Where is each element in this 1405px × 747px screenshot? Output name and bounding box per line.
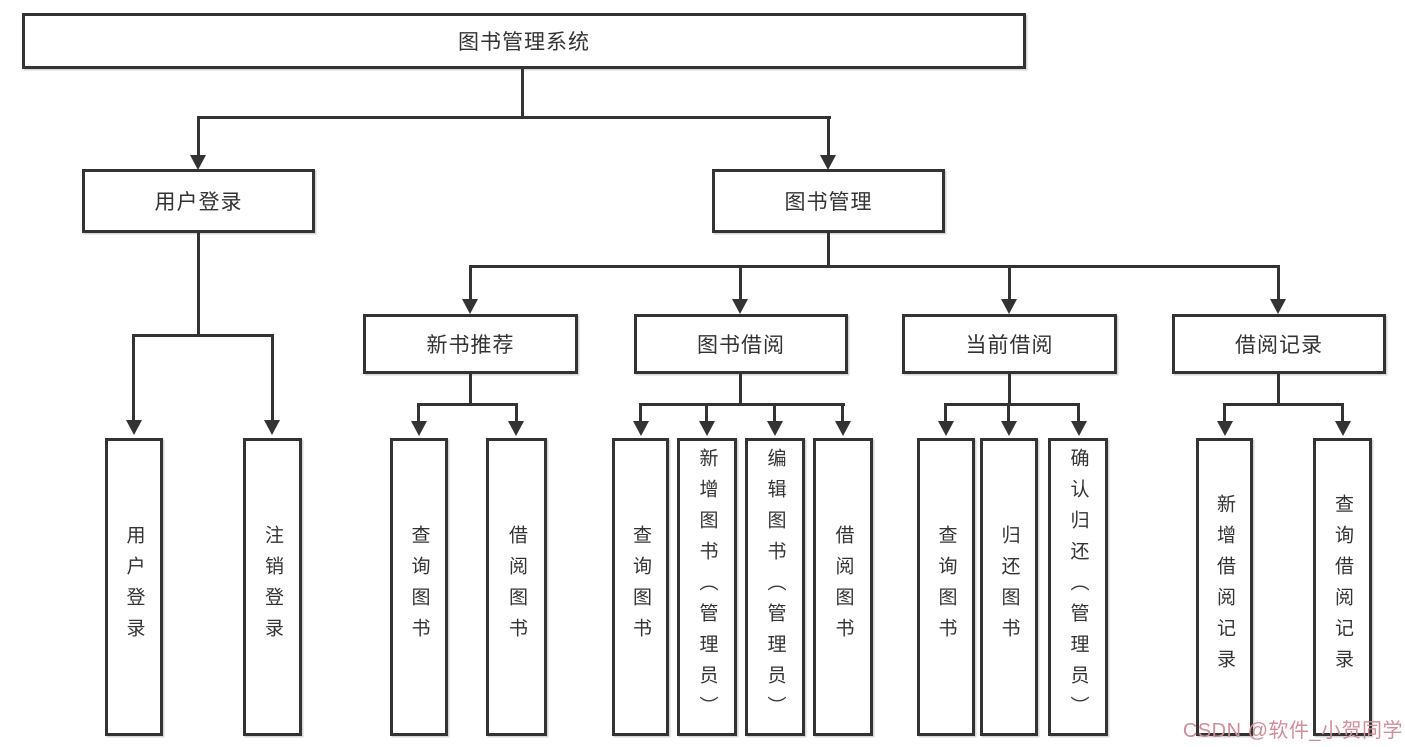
connector-bookmgmt-bar xyxy=(469,265,1280,268)
node-user-login-label: 用户登录 xyxy=(154,191,243,214)
leaf-borrow-books: 借阅图书 xyxy=(486,438,547,736)
leaf-borrow-books-2: 借阅图书 xyxy=(813,438,873,736)
connector-currentborrow-drop xyxy=(1008,372,1011,406)
arrowhead-down-icon xyxy=(699,421,715,436)
connector-bookborrow-drop xyxy=(739,372,742,406)
leaf-borrow-books-label: 借阅图书 xyxy=(506,525,527,649)
connector-stem-borrow-record xyxy=(1277,265,1280,302)
leaf-edit-book-admin: 编辑图书（管理员） xyxy=(745,438,805,736)
connector-stem xyxy=(773,403,776,423)
connector-root-bar xyxy=(197,116,831,119)
connector-stem xyxy=(515,403,518,423)
leaf-user-login: 用户登录 xyxy=(105,438,163,736)
connector-stem-new-book xyxy=(469,265,472,302)
node-book-borrowing-label: 图书借阅 xyxy=(697,334,785,357)
leaf-query-books-3-label: 查询图书 xyxy=(935,525,957,649)
arrowhead-down-icon xyxy=(732,299,748,314)
leaf-confirm-return-admin: 确认归还（管理员） xyxy=(1048,438,1108,736)
leaf-query-borrow-record-label: 查询借阅记录 xyxy=(1332,494,1353,680)
connector-stem xyxy=(1223,403,1226,423)
connector-stem xyxy=(1077,403,1080,423)
arrowhead-down-icon xyxy=(190,155,206,170)
connector-borrowrecord-bar xyxy=(1223,403,1344,406)
leaf-return-books-label: 归还图书 xyxy=(998,525,1020,649)
node-new-book-recommend: 新书推荐 xyxy=(363,314,578,374)
leaf-query-books-2-label: 查询图书 xyxy=(630,525,651,649)
connector-stem-current-borrow xyxy=(1008,265,1011,302)
connector-stem xyxy=(1007,403,1010,423)
node-borrowing-records-label: 借阅记录 xyxy=(1235,334,1323,357)
leaf-user-login-label: 用户登录 xyxy=(123,525,145,649)
connector-bookmgmt-drop xyxy=(827,232,830,268)
connector-stem-leaf-logout xyxy=(271,334,274,422)
node-root-label: 图书管理系统 xyxy=(458,31,590,54)
arrowhead-down-icon xyxy=(462,299,478,314)
node-current-borrowing-label: 当前借阅 xyxy=(965,334,1054,357)
connector-stem xyxy=(417,403,420,423)
leaf-add-book-admin: 新增图书（管理员） xyxy=(677,438,737,736)
arrowhead-down-icon xyxy=(1335,421,1351,436)
arrowhead-down-icon xyxy=(1001,299,1017,314)
leaf-query-borrow-record: 查询借阅记录 xyxy=(1313,438,1372,736)
connector-stem xyxy=(639,403,642,423)
connector-userlogin-bar xyxy=(132,334,274,337)
arrowhead-down-icon xyxy=(1001,421,1017,436)
connector-stem-book-mgmt xyxy=(827,116,830,157)
connector-stem-book-borrow xyxy=(739,265,742,302)
node-root-system: 图书管理系统 xyxy=(22,13,1026,69)
arrowhead-down-icon xyxy=(411,421,427,436)
csdn-watermark: CSDN @软件_小贺同学 xyxy=(1182,720,1403,742)
leaf-query-books-2: 查询图书 xyxy=(612,438,669,736)
connector-newbook-bar xyxy=(417,403,518,406)
leaf-add-borrow-record: 新增借阅记录 xyxy=(1196,438,1253,736)
arrowhead-down-icon xyxy=(508,421,524,436)
node-new-book-recommend-label: 新书推荐 xyxy=(426,334,515,357)
arrowhead-down-icon xyxy=(126,420,142,435)
connector-stem xyxy=(705,403,708,423)
connector-stem-leaf-login xyxy=(132,334,135,422)
node-book-borrowing: 图书借阅 xyxy=(634,314,848,374)
connector-bookborrow-bar xyxy=(639,403,845,406)
leaf-confirm-return-admin-label: 确认归还（管理员） xyxy=(1067,447,1089,727)
leaf-edit-book-admin-label: 编辑图书（管理员） xyxy=(764,447,786,727)
leaf-add-book-admin-label: 新增图书（管理员） xyxy=(696,447,718,727)
arrowhead-down-icon xyxy=(835,421,851,436)
leaf-borrow-books-2-label: 借阅图书 xyxy=(832,525,854,649)
leaf-add-borrow-record-label: 新增借阅记录 xyxy=(1214,494,1235,680)
leaf-query-books: 查询图书 xyxy=(390,438,448,736)
connector-newbook-drop xyxy=(469,372,472,406)
arrowhead-down-icon xyxy=(1071,421,1087,436)
leaf-query-books-label: 查询图书 xyxy=(408,525,430,649)
arrowhead-down-icon xyxy=(820,155,836,170)
arrowhead-down-icon xyxy=(264,420,280,435)
arrowhead-down-icon xyxy=(1217,421,1233,436)
connector-stem-user-login xyxy=(197,116,200,157)
arrowhead-down-icon xyxy=(767,421,783,436)
node-current-borrowing: 当前借阅 xyxy=(902,314,1117,374)
leaf-logout: 注销登录 xyxy=(243,438,302,736)
connector-userlogin-drop xyxy=(197,232,200,336)
leaf-return-books: 归还图书 xyxy=(980,438,1038,736)
node-book-management: 图书管理 xyxy=(712,169,945,233)
leaf-logout-label: 注销登录 xyxy=(262,525,283,649)
arrowhead-down-icon xyxy=(633,421,649,436)
connector-stem xyxy=(841,403,844,423)
leaf-query-books-3: 查询图书 xyxy=(917,438,975,736)
connector-root-drop xyxy=(521,68,524,118)
connector-borrowrecord-drop xyxy=(1277,372,1280,406)
node-borrowing-records: 借阅记录 xyxy=(1172,314,1386,374)
arrowhead-down-icon xyxy=(938,421,954,436)
node-user-login: 用户登录 xyxy=(82,169,315,233)
connector-stem xyxy=(944,403,947,423)
node-book-management-label: 图书管理 xyxy=(784,191,873,214)
connector-stem xyxy=(1341,403,1344,423)
arrowhead-down-icon xyxy=(1270,299,1286,314)
connector-currentborrow-bar xyxy=(944,403,1080,406)
